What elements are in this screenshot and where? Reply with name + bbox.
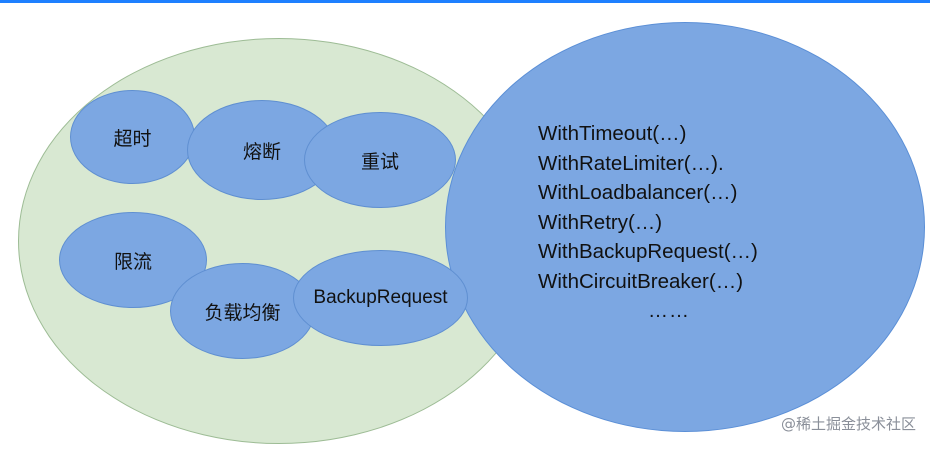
retry-label: 重试 [360, 150, 399, 173]
option-item: WithLoadbalancer(…) [538, 181, 738, 204]
option-item: WithCircuitBreaker(…) [538, 269, 744, 293]
options-ellipsis: …… [648, 300, 690, 322]
option-item: WithBackupRequest(…) [538, 240, 758, 263]
backup-request-label: BackupRequest [313, 287, 448, 308]
backup-request-bubble: BackupRequest [293, 250, 468, 346]
option-item: WithRetry(…) [538, 210, 663, 234]
retry-bubble: 重试 [304, 112, 456, 208]
watermark-text: @稀土掘金技术社区 [780, 415, 916, 433]
load-balancing-label: 负载均衡 [204, 301, 281, 324]
options-ellipse [445, 22, 925, 432]
options-list: WithTimeout(…) WithRateLimiter(…). WithL… [538, 119, 758, 296]
timeout-bubble: 超时 [70, 90, 195, 184]
circuit-breaker-label: 熔断 [242, 140, 281, 163]
option-item: WithRateLimiter(…). [538, 151, 724, 175]
rate-limit-label: 限流 [113, 250, 152, 273]
option-item: WithTimeout(…) [538, 122, 687, 145]
load-balancing-bubble: 负载均衡 [170, 263, 315, 359]
timeout-label: 超时 [113, 127, 152, 150]
top-accent-rule [0, 0, 930, 3]
